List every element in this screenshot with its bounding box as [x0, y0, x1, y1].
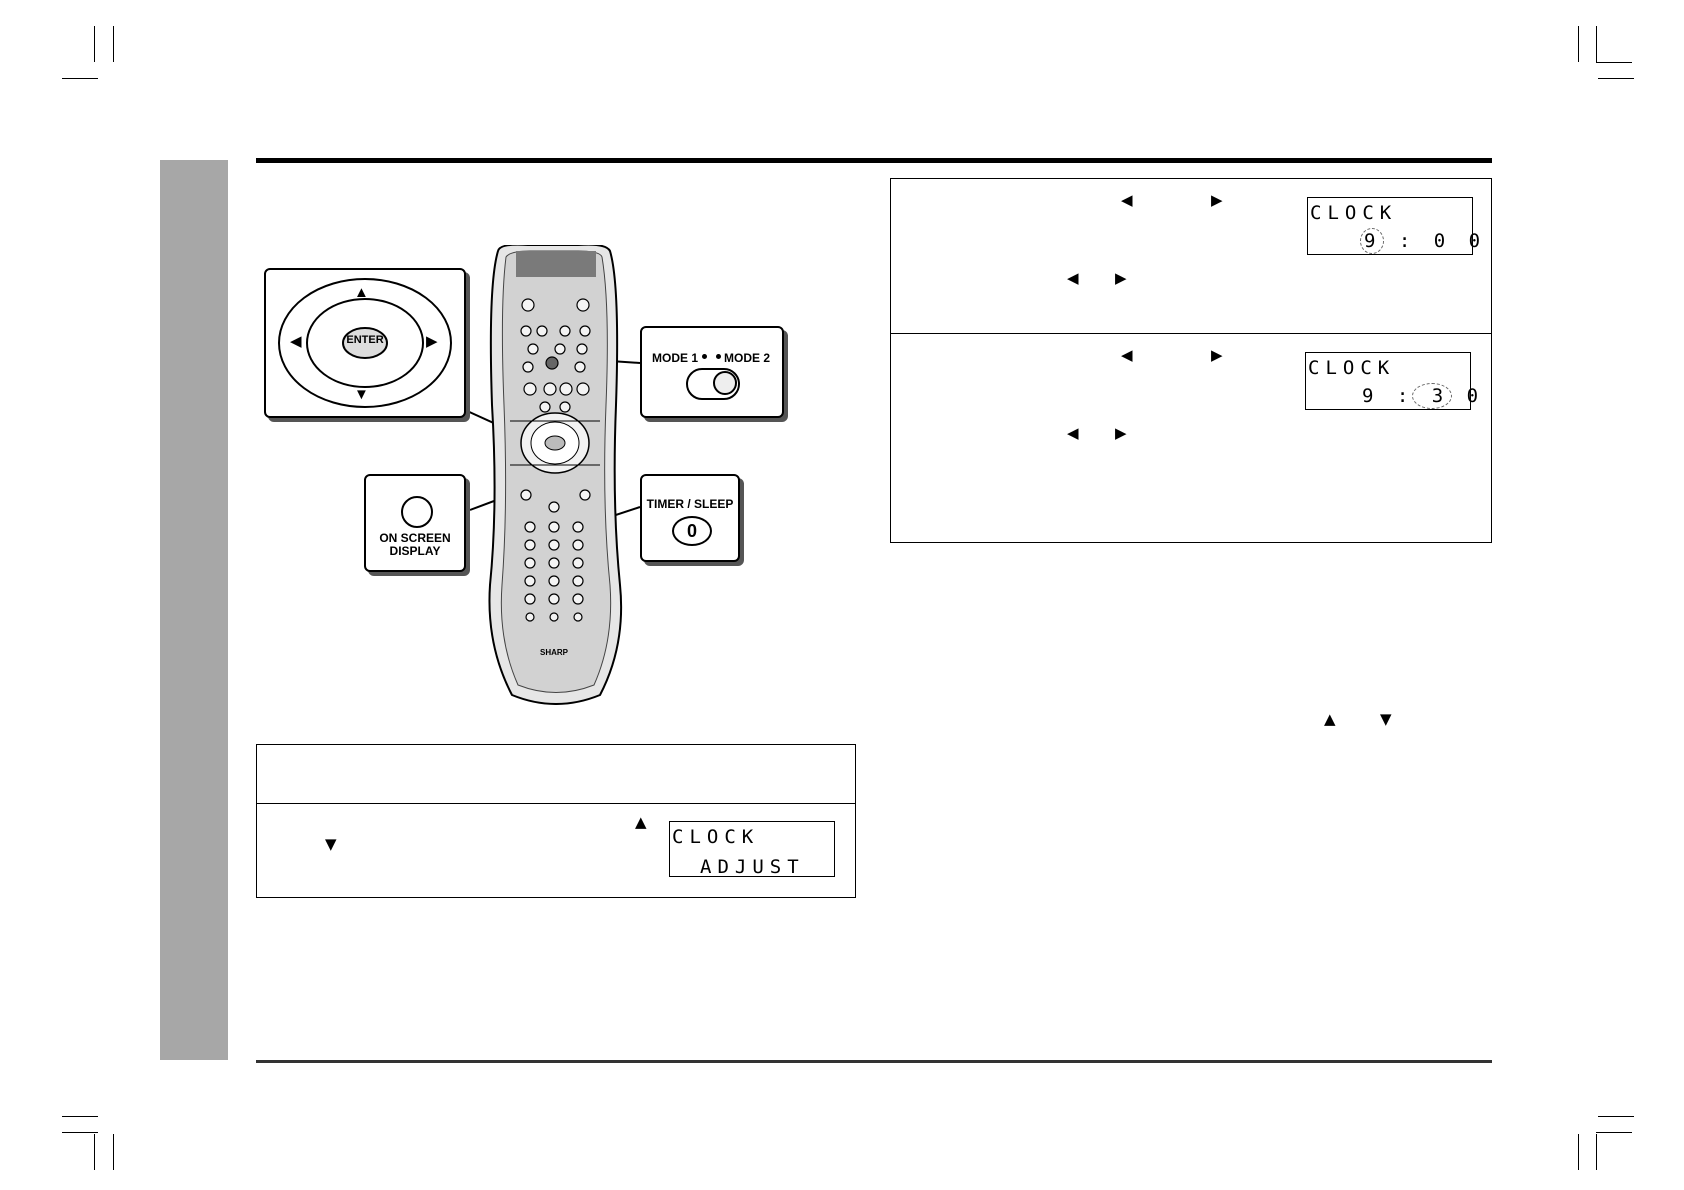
- left-arrow-icon: ◀: [1121, 346, 1133, 364]
- mode-switch-callout: MODE 1 MODE 2: [640, 326, 784, 418]
- lcd-display: CLOCK ADJUST: [669, 821, 835, 878]
- crop-mark: [1598, 78, 1634, 79]
- up-arrow-icon: ▲: [1324, 710, 1336, 728]
- crop-mark: [94, 26, 95, 62]
- crop-mark: [1578, 1134, 1579, 1170]
- lcd-display: CLOCK 9 : 0 0: [1307, 197, 1480, 255]
- mode-switch[interactable]: [686, 368, 740, 400]
- crop-mark: [1598, 1116, 1634, 1117]
- right-arrow-icon: ▶: [1115, 424, 1127, 442]
- down-arrow-icon: ▼: [325, 835, 337, 853]
- crop-mark: [94, 1134, 95, 1170]
- blinking-digit-indicator: [1360, 228, 1384, 254]
- osd-button[interactable]: [401, 496, 433, 528]
- cursor-pad-callout: ▲ ▼ ◀ ▶ ENTER: [264, 268, 466, 418]
- crop-mark: [1596, 1134, 1597, 1170]
- crop-mark: [1578, 26, 1579, 62]
- left-arrow-icon: ◀: [1121, 191, 1133, 209]
- crop-mark: [1596, 26, 1597, 62]
- right-arrow-button[interactable]: ▶: [426, 333, 438, 350]
- left-arrow-button[interactable]: ◀: [290, 333, 302, 350]
- osd-label-line2: DISPLAY: [389, 544, 441, 558]
- header-rule: [256, 158, 1492, 163]
- left-arrow-icon: ◀: [1067, 424, 1079, 442]
- blinking-digit-indicator: [1412, 383, 1452, 409]
- timer-key-label: 0: [686, 521, 697, 541]
- osd-callout: ON SCREEN DISPLAY: [364, 474, 466, 572]
- right-arrow-icon: ▶: [1115, 269, 1127, 287]
- down-arrow-button[interactable]: ▼: [354, 386, 369, 403]
- step-divider: [257, 803, 855, 804]
- mode1-dot: [702, 354, 707, 359]
- lcd-line1: CLOCK: [1308, 357, 1396, 379]
- left-arrow-icon: ◀: [1067, 269, 1079, 287]
- step-box-hour: ◀ ▶ ◀ ▶ CLOCK 9 : 0 0: [890, 178, 1492, 334]
- remote-illustration: SHARP: [464, 245, 641, 705]
- lcd-line2: ADJUST: [700, 856, 805, 878]
- step-box-clock-adjust: ▲ ▼ CLOCK ADJUST: [256, 744, 856, 898]
- timer-callout: TIMER / SLEEP 0: [640, 474, 740, 562]
- crop-mark: [62, 1132, 98, 1133]
- down-arrow-icon: ▼: [1380, 710, 1392, 728]
- crop-mark: [62, 78, 98, 79]
- crop-mark: [62, 1116, 98, 1117]
- mode2-label: MODE 2: [724, 351, 771, 365]
- timer-label: TIMER / SLEEP: [646, 497, 734, 511]
- lcd-line1: CLOCK: [672, 826, 760, 848]
- crop-mark: [1596, 62, 1632, 63]
- lcd-line1: CLOCK: [1310, 202, 1398, 224]
- crop-mark: [1596, 1132, 1632, 1133]
- up-arrow-button[interactable]: ▲: [354, 284, 369, 301]
- lcd-display: CLOCK 9 : 3 0: [1305, 352, 1478, 410]
- footer-rule: [256, 1060, 1492, 1063]
- mode1-label: MODE 1: [652, 351, 699, 365]
- enter-button[interactable]: ENTER: [346, 334, 384, 346]
- timer-sleep-button[interactable]: 0: [672, 516, 712, 546]
- step-box-minute: ◀ ▶ ◀ ▶ CLOCK 9 : 3 0: [890, 333, 1492, 543]
- crop-mark: [113, 1134, 114, 1170]
- right-arrow-icon: ▶: [1211, 191, 1223, 209]
- osd-label-line1: ON SCREEN: [379, 531, 451, 545]
- up-arrow-icon: ▲: [635, 813, 647, 831]
- crop-mark: [113, 26, 114, 62]
- mode2-dot: [716, 354, 721, 359]
- right-arrow-icon: ▶: [1211, 346, 1223, 364]
- chapter-tab: [160, 160, 228, 1060]
- brand-logo: SHARP: [540, 648, 569, 657]
